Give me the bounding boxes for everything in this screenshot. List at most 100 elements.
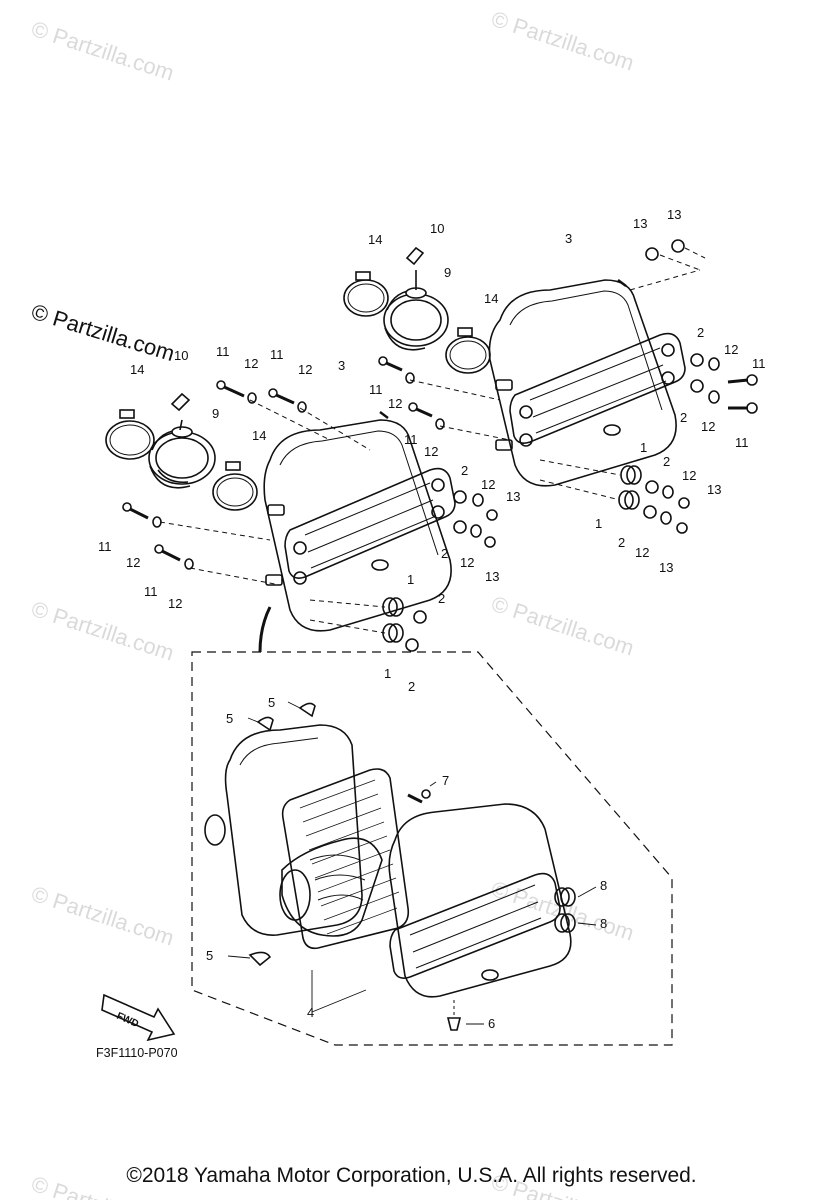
callout: 2 (618, 535, 625, 550)
callout: 3 (338, 358, 345, 373)
callout: 2 (697, 325, 704, 340)
clamp (109, 424, 151, 456)
callout: 10 (174, 348, 188, 363)
diagram-code: F3F1110-P070 (96, 1046, 178, 1060)
watermark: © Partzilla.com (28, 596, 177, 666)
side-watermark: © Partzilla.com (29, 299, 178, 366)
callout: 13 (659, 560, 673, 575)
intake-duct (281, 837, 383, 937)
airbox-lower-case (388, 803, 572, 998)
callout: 13 (506, 489, 520, 504)
airbox-upper-case (224, 724, 363, 936)
hose-fitting (170, 392, 191, 412)
callout: 13 (707, 482, 721, 497)
right-airbox-assembly (343, 239, 758, 534)
mounting-flange (284, 467, 456, 579)
callout: 13 (485, 569, 499, 584)
watermark: © Partzilla.com (28, 881, 177, 951)
callout: 11 (144, 584, 158, 599)
mounting-flange (509, 332, 686, 444)
callout: 14 (484, 291, 498, 306)
clip (248, 951, 272, 967)
callout: 2 (461, 463, 468, 478)
callout: 2 (663, 454, 670, 469)
detail-border (191, 651, 673, 1046)
hardware-set (690, 353, 758, 414)
drain-plug (446, 1017, 462, 1031)
callout: 12 (682, 468, 696, 483)
clamp (343, 279, 389, 317)
watermark: © Partzilla.com (488, 6, 637, 76)
callout-labels: 10 14 9 11 12 11 12 3 14 2 12 13 2 12 13… (98, 207, 766, 1031)
callout: 11 (369, 382, 383, 397)
grommet (554, 887, 570, 907)
clamp (212, 473, 258, 511)
callout: 3 (565, 231, 572, 246)
callout: 14 (252, 428, 266, 443)
callout: 12 (701, 419, 715, 434)
clamp (105, 420, 155, 460)
hose-fitting (405, 246, 425, 266)
exploded-detail (191, 651, 673, 1046)
fwd-arrow: FWD (101, 993, 176, 1042)
callout: 11 (98, 539, 112, 554)
callout: 12 (388, 396, 402, 411)
callout: 1 (595, 516, 602, 531)
callout: 7 (442, 773, 449, 788)
callout: 12 (481, 477, 495, 492)
callout: 1 (640, 440, 647, 455)
callout: 2 (408, 679, 415, 694)
callout: 11 (270, 347, 284, 362)
callout: 9 (212, 406, 219, 421)
callout: 2 (438, 591, 445, 606)
callout: 11 (216, 344, 230, 359)
callout: 2 (441, 546, 448, 561)
screw-set (216, 380, 307, 413)
callout: 5 (206, 948, 213, 963)
callout: 11 (752, 356, 766, 371)
callout: 11 (735, 435, 749, 450)
callout: 12 (460, 555, 474, 570)
lower-flange (389, 872, 561, 979)
screw-set (378, 356, 445, 430)
clamp (445, 336, 491, 374)
callout: 10 (430, 221, 444, 236)
watermark: © Partzilla.com (488, 876, 637, 946)
callout: 12 (298, 362, 312, 377)
intake-joint (383, 293, 449, 347)
left-airbox-assembly (105, 380, 498, 653)
grommet (554, 913, 570, 933)
callout: 1 (407, 572, 414, 587)
callout: 1 (384, 666, 391, 681)
callout: 13 (633, 216, 647, 231)
callout: 14 (368, 232, 382, 247)
callout: 8 (600, 878, 607, 893)
callout: 12 (244, 356, 258, 371)
callout: 4 (307, 1005, 314, 1020)
callout: 5 (268, 695, 275, 710)
callout: 11 (404, 432, 418, 447)
screw (407, 793, 423, 804)
callout: 9 (444, 265, 451, 280)
callout: 12 (724, 342, 738, 357)
grommet-set (382, 597, 427, 652)
callout: 6 (488, 1016, 495, 1031)
clip (256, 716, 274, 732)
airbox-housing (488, 279, 677, 487)
callout: 12 (126, 555, 140, 570)
callout: 2 (680, 410, 687, 425)
airbox-housing (263, 419, 452, 632)
grommet-set (618, 465, 690, 534)
callout: 12 (635, 545, 649, 560)
callout: 12 (168, 596, 182, 611)
copyright-notice: ©2018 Yamaha Motor Corporation, U.S.A. A… (126, 1164, 697, 1187)
callout: 5 (226, 711, 233, 726)
callout: 12 (424, 444, 438, 459)
callout: 14 (130, 362, 144, 377)
clip (298, 702, 316, 718)
watermark: © Partzilla.com (28, 16, 177, 86)
watermark: © Partzilla.com (488, 591, 637, 661)
hardware-set (453, 490, 498, 548)
